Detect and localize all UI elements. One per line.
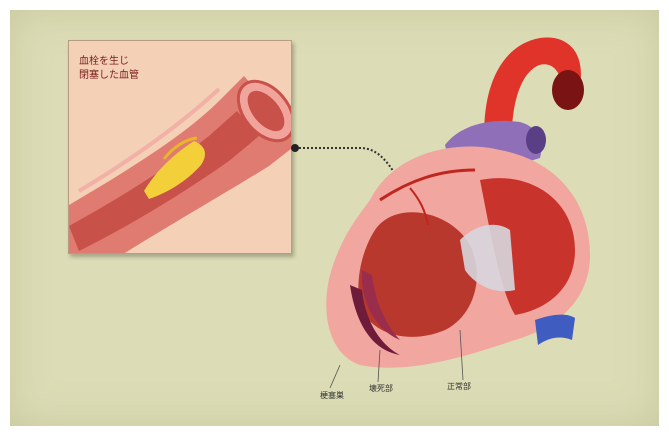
inset-caption: 血栓を生じ 閉塞した血管 (79, 55, 139, 83)
label-necrosis: 壊死部 (369, 383, 393, 394)
vena-cava (535, 315, 575, 345)
connector-dot (291, 144, 299, 152)
aorta-opening (552, 70, 584, 110)
label-infarct: 梗塞巣 (320, 390, 344, 401)
label-normal: 正常部 (447, 381, 471, 392)
leader-line-1 (330, 365, 340, 388)
heart-illustration (300, 30, 620, 400)
pulmonary-opening (526, 126, 546, 154)
vessel-inset-panel: 血栓を生じ 閉塞した血管 (68, 40, 292, 254)
